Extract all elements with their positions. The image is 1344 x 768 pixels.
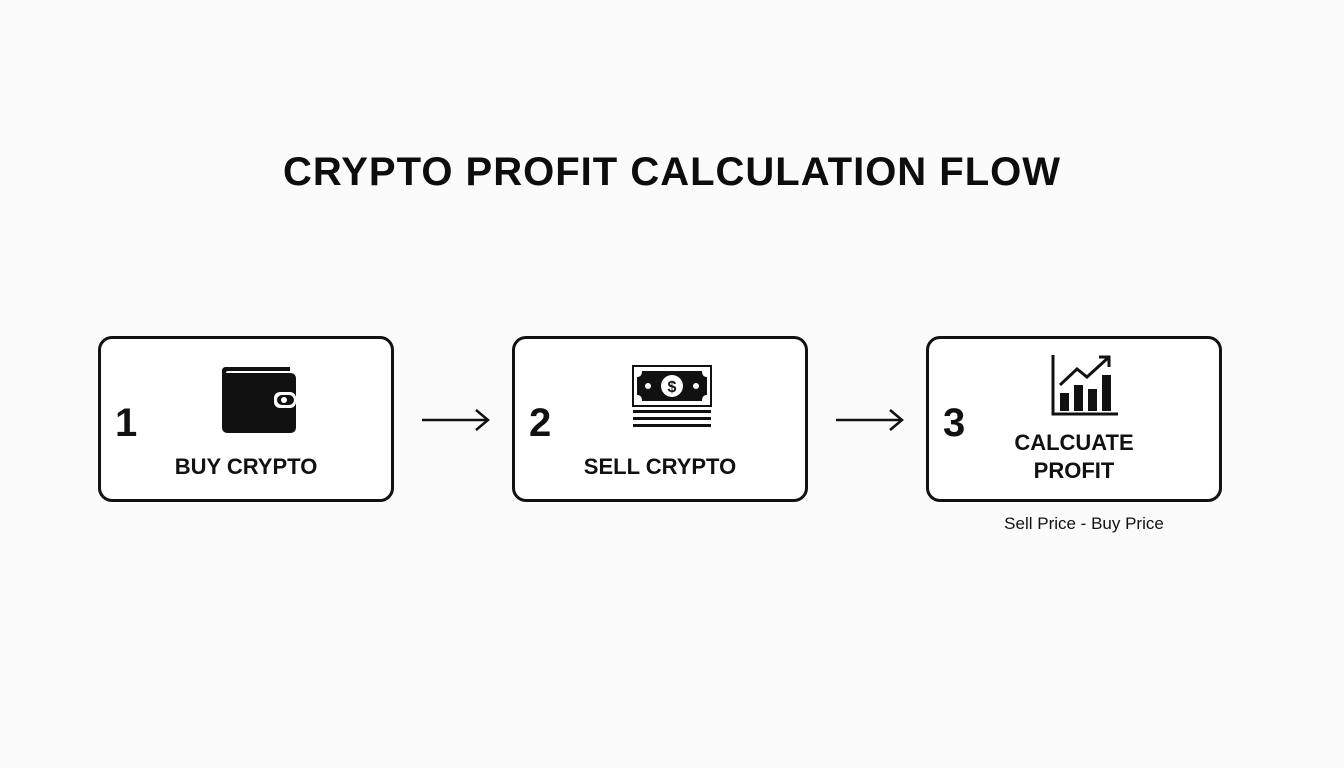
right-arrow-icon bbox=[422, 409, 490, 431]
step-2-card: 2 $ SELL CRYPTO bbox=[512, 336, 808, 502]
profit-formula: Sell Price - Buy Price bbox=[1004, 514, 1164, 533]
step-number: 3 bbox=[943, 401, 966, 445]
step-3-card: 3 CALCUATE PROFIT bbox=[926, 336, 1222, 502]
page-title: CRYPTO PROFIT CALCULATION FLOW bbox=[282, 150, 1062, 194]
step-1-card: 1 BUY CRYPTO bbox=[98, 336, 394, 502]
right-arrow-icon bbox=[836, 409, 904, 431]
step-label-line1: CALCUATE bbox=[1014, 430, 1134, 455]
step-number: 1 bbox=[115, 401, 138, 445]
svg-text:$: $ bbox=[668, 379, 677, 396]
step-number: 2 bbox=[529, 401, 552, 445]
step-label-line2: PROFIT bbox=[1033, 458, 1115, 483]
step-label: SELL CRYPTO bbox=[583, 454, 737, 479]
growth-chart-icon bbox=[1051, 355, 1118, 416]
money-stack-icon: $ bbox=[632, 365, 712, 427]
step-label: BUY CRYPTO bbox=[174, 454, 318, 479]
wallet-icon bbox=[222, 367, 296, 433]
